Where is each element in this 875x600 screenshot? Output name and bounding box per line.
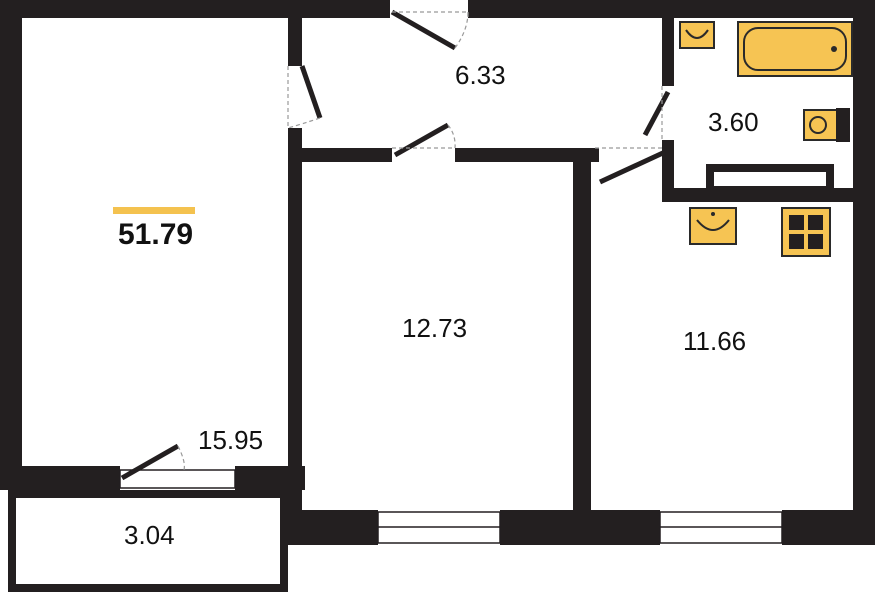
door-swing (177, 11, 663, 471)
door-icon (120, 9, 671, 481)
window-icon (119, 469, 783, 544)
sink-icon (679, 21, 715, 49)
stove-icon (781, 207, 831, 257)
room-area-hall: 6.33 (455, 60, 506, 90)
total-area: 51.79 (118, 218, 194, 251)
total-accent-bar (113, 207, 195, 214)
sink-icon (689, 207, 737, 245)
bathtub-icon (737, 21, 853, 77)
toilet-icon (803, 108, 850, 142)
room-area-living: 15.95 (198, 425, 264, 455)
room-area-kitchen: 11.66 (683, 326, 747, 356)
room-area-bedroom: 12.73 (402, 313, 468, 343)
room-area-balcony: 3.04 (124, 520, 175, 550)
balcony-outline (8, 490, 288, 592)
walls (0, 0, 875, 545)
room-area-bathroom: 3.60 (708, 107, 759, 137)
